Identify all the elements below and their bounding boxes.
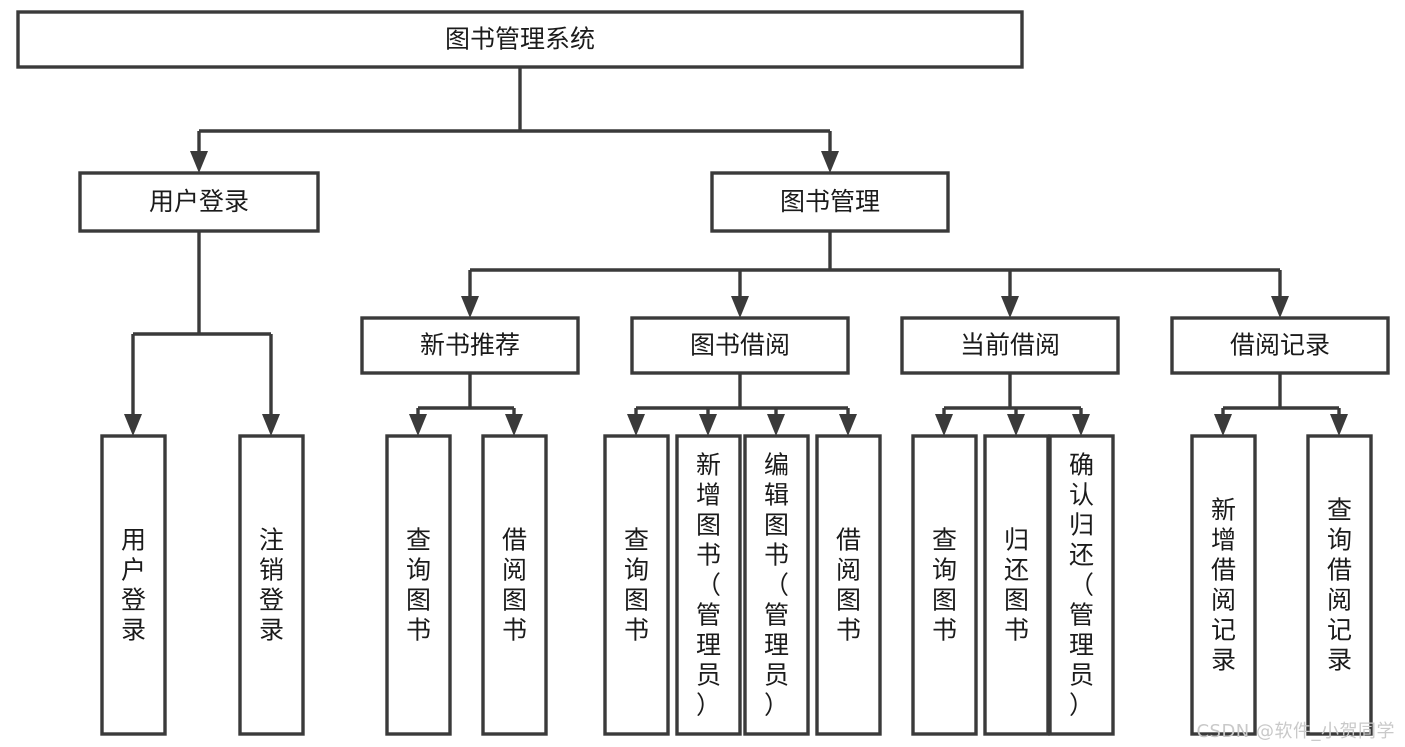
node-label-root: 图书管理系统 bbox=[445, 25, 595, 54]
node-box-leaf-add-borrow-record[interactable] bbox=[1190, 434, 1257, 736]
arrow-conn-user-login-0 bbox=[124, 414, 142, 436]
node-borrow-record[interactable]: 借阅记录 bbox=[1170, 316, 1390, 375]
node-label-leaf-borrow-book: 借阅图书 bbox=[836, 525, 861, 644]
node-box-leaf-query-book-current[interactable] bbox=[911, 434, 978, 736]
node-leaf-add-borrow-record[interactable]: 新增借阅记录 bbox=[1190, 434, 1257, 736]
node-leaf-query-book-current[interactable]: 查询图书 bbox=[911, 434, 978, 736]
node-box-leaf-borrow-book[interactable] bbox=[815, 434, 882, 736]
node-leaf-logout[interactable]: 注销登录 bbox=[238, 434, 305, 736]
node-leaf-borrow-book-rec[interactable]: 借阅图书 bbox=[481, 434, 548, 736]
arrow-conn-current-borrow-0 bbox=[935, 414, 953, 436]
arrow-conn-new-book-recommend-1 bbox=[505, 414, 523, 436]
nodes-layer: 图书管理系统用户登录图书管理新书推荐图书借阅当前借阅借阅记录用户登录注销登录查询… bbox=[16, 10, 1390, 736]
node-box-leaf-confirm-return-admin[interactable] bbox=[1048, 434, 1115, 736]
arrow-conn-current-borrow-1 bbox=[1007, 414, 1025, 436]
arrow-conn-book-manage-1 bbox=[731, 296, 749, 318]
node-leaf-query-book-borrow[interactable]: 查询图书 bbox=[603, 434, 670, 736]
node-box-new-book-recommend[interactable] bbox=[360, 316, 580, 375]
node-box-root[interactable] bbox=[16, 10, 1024, 69]
node-label-leaf-user-login: 用户登录 bbox=[121, 525, 146, 644]
node-book-borrow[interactable]: 图书借阅 bbox=[630, 316, 850, 375]
arrow-conn-new-book-recommend-0 bbox=[409, 414, 427, 436]
arrow-conn-book-borrow-1 bbox=[699, 414, 717, 436]
node-leaf-return-book[interactable]: 归还图书 bbox=[983, 434, 1050, 736]
arrow-conn-book-borrow-3 bbox=[839, 414, 857, 436]
node-label-book-manage: 图书管理 bbox=[780, 187, 880, 216]
node-root[interactable]: 图书管理系统 bbox=[16, 10, 1024, 69]
connector-conn-new-book-recommend bbox=[409, 373, 523, 436]
node-label-leaf-add-book-admin: 新增图书（管理员） bbox=[696, 450, 721, 719]
connector-conn-current-borrow bbox=[935, 373, 1090, 436]
connectors-layer bbox=[124, 67, 1348, 436]
node-leaf-borrow-book[interactable]: 借阅图书 bbox=[815, 434, 882, 736]
node-label-leaf-add-borrow-record: 新增借阅记录 bbox=[1211, 495, 1236, 674]
node-leaf-edit-book-admin[interactable]: 编辑图书（管理员） bbox=[743, 434, 810, 736]
arrow-conn-book-manage-2 bbox=[1001, 296, 1019, 318]
connector-conn-borrow-record bbox=[1214, 373, 1348, 436]
node-box-leaf-query-book-rec[interactable] bbox=[385, 434, 452, 736]
node-leaf-query-borrow-record[interactable]: 查询借阅记录 bbox=[1306, 434, 1373, 736]
node-label-leaf-query-borrow-record: 查询借阅记录 bbox=[1327, 495, 1352, 674]
connector-conn-book-borrow bbox=[627, 373, 857, 436]
arrow-conn-current-borrow-2 bbox=[1072, 414, 1090, 436]
node-label-leaf-query-book-borrow: 查询图书 bbox=[624, 525, 649, 644]
node-label-leaf-edit-book-admin: 编辑图书（管理员） bbox=[764, 450, 789, 719]
arrow-conn-borrow-record-1 bbox=[1330, 414, 1348, 436]
arrow-conn-book-borrow-0 bbox=[627, 414, 645, 436]
node-box-book-borrow[interactable] bbox=[630, 316, 850, 375]
node-box-leaf-query-book-borrow[interactable] bbox=[603, 434, 670, 736]
arrow-conn-root-0 bbox=[190, 151, 208, 173]
node-leaf-query-book-rec[interactable]: 查询图书 bbox=[385, 434, 452, 736]
csdn-watermark: CSDN @软件_小贺同学 bbox=[1196, 721, 1395, 742]
node-label-leaf-query-book-current: 查询图书 bbox=[932, 525, 957, 644]
arrow-conn-borrow-record-0 bbox=[1214, 414, 1232, 436]
node-label-borrow-record: 借阅记录 bbox=[1230, 331, 1330, 360]
node-box-leaf-edit-book-admin[interactable] bbox=[743, 434, 810, 736]
node-leaf-user-login[interactable]: 用户登录 bbox=[100, 434, 167, 736]
node-leaf-confirm-return-admin[interactable]: 确认归还（管理员） bbox=[1048, 434, 1115, 736]
arrow-conn-root-1 bbox=[821, 151, 839, 173]
node-box-leaf-user-login[interactable] bbox=[100, 434, 167, 736]
node-label-new-book-recommend: 新书推荐 bbox=[420, 331, 520, 360]
node-box-leaf-logout[interactable] bbox=[238, 434, 305, 736]
connector-conn-book-manage bbox=[461, 231, 1289, 318]
node-label-leaf-logout: 注销登录 bbox=[259, 525, 284, 644]
arrow-conn-book-manage-0 bbox=[461, 296, 479, 318]
node-box-user-login[interactable] bbox=[78, 171, 320, 233]
node-book-manage[interactable]: 图书管理 bbox=[710, 171, 950, 233]
node-label-book-borrow: 图书借阅 bbox=[690, 331, 790, 360]
node-box-current-borrow[interactable] bbox=[900, 316, 1120, 375]
node-label-current-borrow: 当前借阅 bbox=[960, 331, 1060, 360]
node-box-book-manage[interactable] bbox=[710, 171, 950, 233]
node-label-leaf-confirm-return-admin: 确认归还（管理员） bbox=[1069, 450, 1094, 719]
node-label-leaf-borrow-book-rec: 借阅图书 bbox=[502, 525, 527, 644]
node-leaf-add-book-admin[interactable]: 新增图书（管理员） bbox=[675, 434, 742, 736]
node-label-user-login: 用户登录 bbox=[149, 187, 249, 216]
node-label-leaf-query-book-rec: 查询图书 bbox=[406, 525, 431, 644]
node-box-borrow-record[interactable] bbox=[1170, 316, 1390, 375]
node-box-leaf-add-book-admin[interactable] bbox=[675, 434, 742, 736]
arrow-conn-book-manage-3 bbox=[1271, 296, 1289, 318]
arrow-conn-book-borrow-2 bbox=[767, 414, 785, 436]
node-label-leaf-return-book: 归还图书 bbox=[1004, 525, 1029, 644]
arrow-conn-user-login-1 bbox=[262, 414, 280, 436]
connector-conn-user-login bbox=[124, 231, 280, 436]
node-user-login[interactable]: 用户登录 bbox=[78, 171, 320, 233]
connector-conn-root bbox=[190, 67, 839, 173]
node-current-borrow[interactable]: 当前借阅 bbox=[900, 316, 1120, 375]
node-box-leaf-return-book[interactable] bbox=[983, 434, 1050, 736]
node-new-book-recommend[interactable]: 新书推荐 bbox=[360, 316, 580, 375]
node-box-leaf-query-borrow-record[interactable] bbox=[1306, 434, 1373, 736]
node-box-leaf-borrow-book-rec[interactable] bbox=[481, 434, 548, 736]
